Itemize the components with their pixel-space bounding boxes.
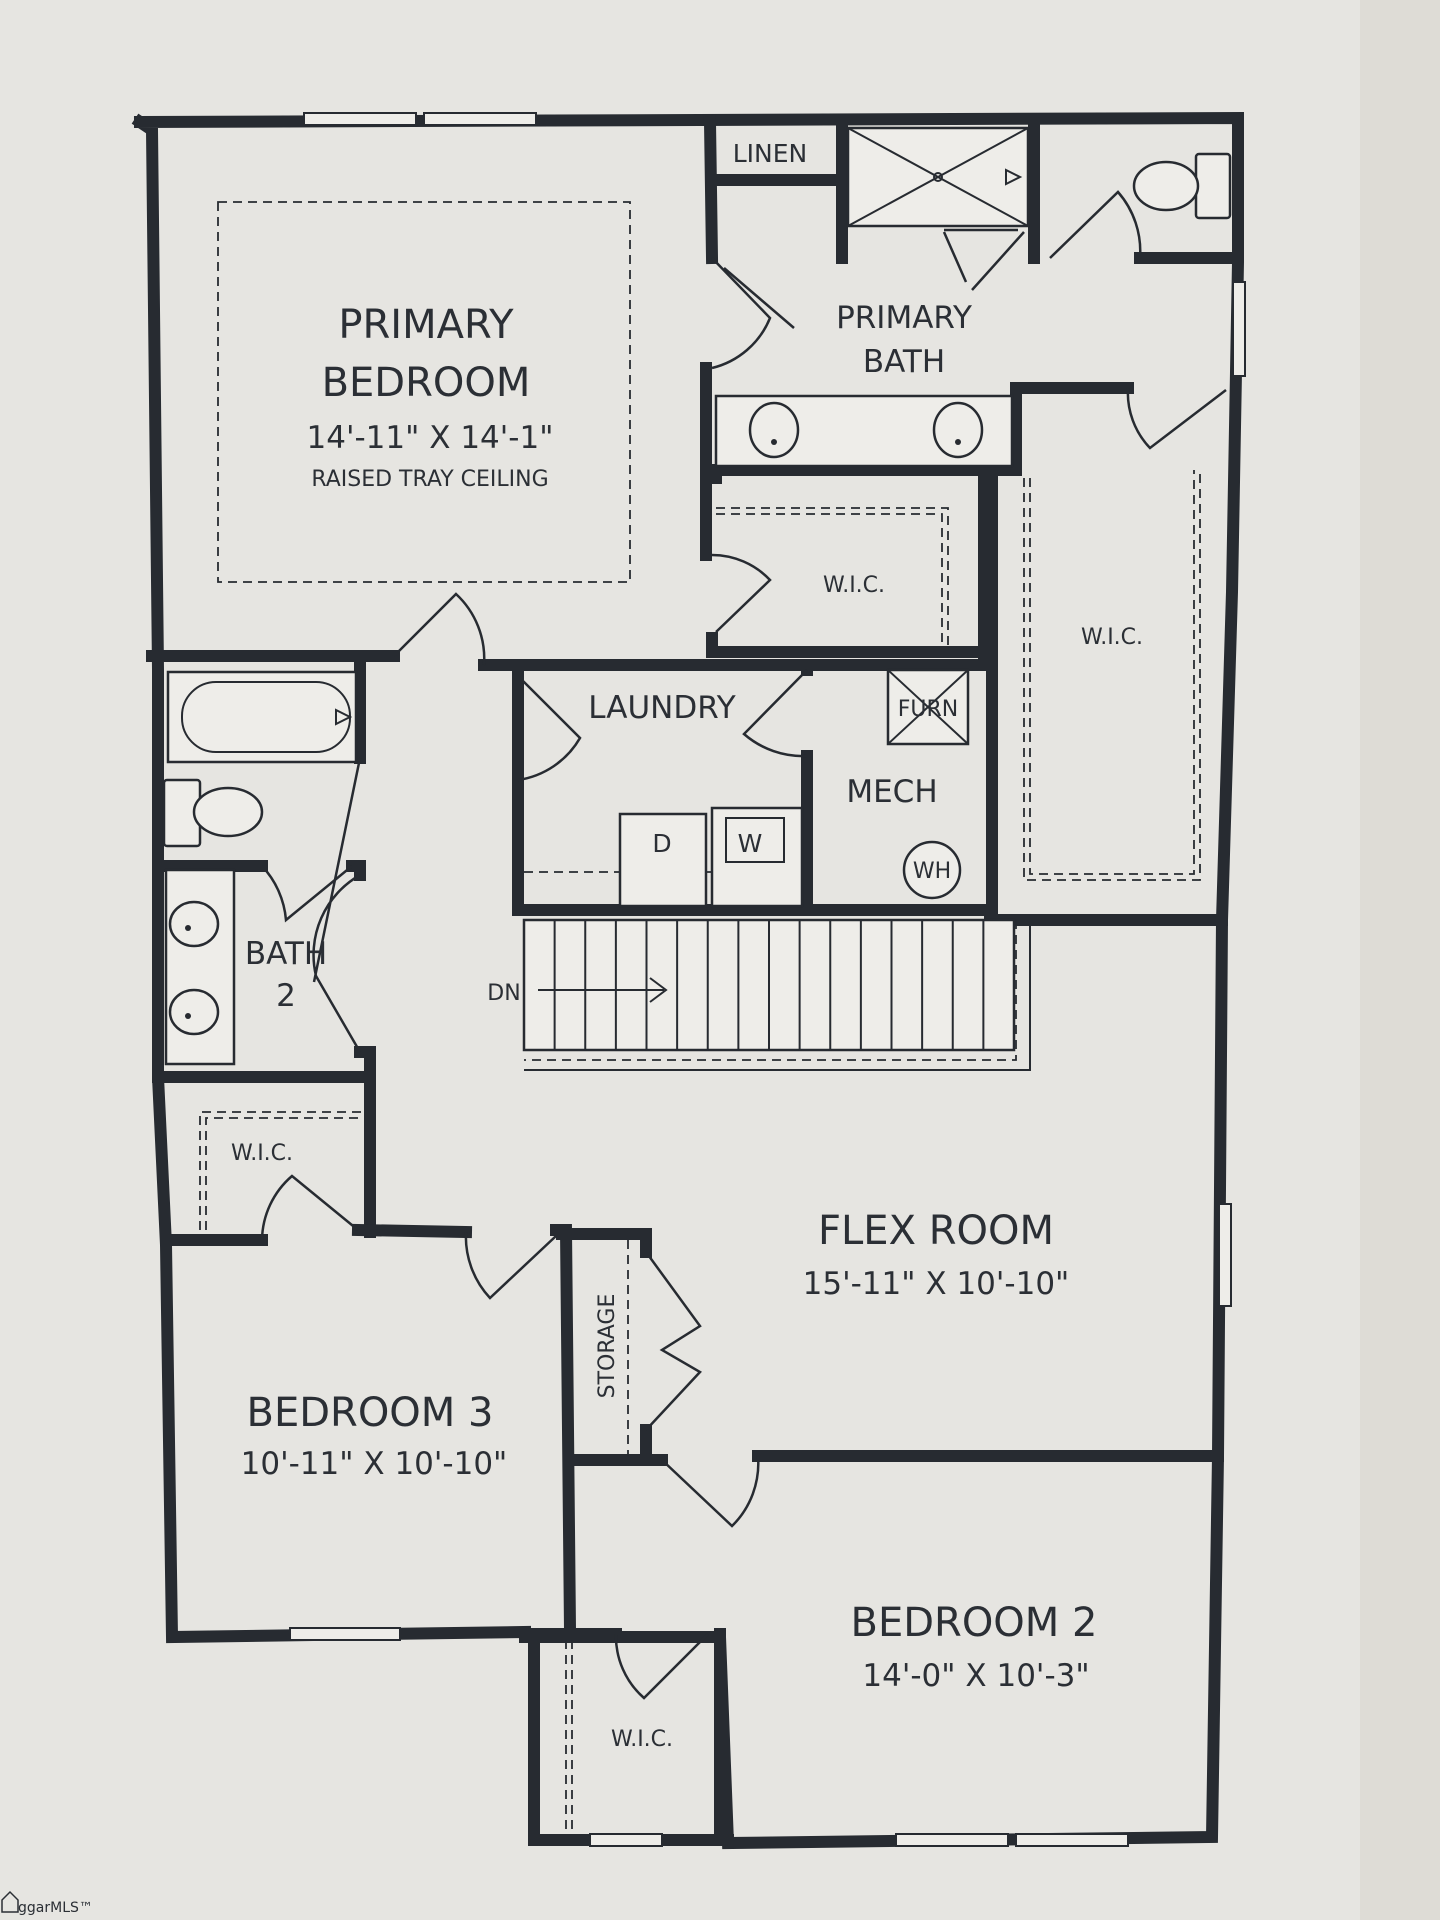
primary-bedroom-label: PRIMARY (338, 302, 514, 348)
window-bedroom2-2 (1015, 1833, 1129, 1847)
wic-primary-large-label: W.I.C. (1081, 625, 1143, 650)
primary-bedroom-note: RAISED TRAY CEILING (311, 467, 548, 492)
window-bath (1232, 281, 1246, 377)
exterior-wall (131, 111, 1244, 1850)
primary-bath-label-2: BATH (863, 344, 945, 380)
window-wic2 (589, 1833, 663, 1847)
primary-bedroom-dimensions: 14'-11" X 14'-1" (307, 420, 554, 456)
wall-bath-bottom (706, 382, 1134, 476)
bath2-vanity (164, 868, 236, 1066)
shower-drain-icon (933, 172, 943, 182)
sink-icon (168, 900, 220, 948)
toilet-icon (162, 778, 264, 848)
window-primary-1 (303, 112, 417, 126)
door-large-wic (1126, 387, 1227, 450)
wic3-shelf-inner (205, 1117, 362, 1230)
shower-cross-icon (847, 127, 1029, 227)
water-heater (902, 840, 962, 900)
door-primary-bedroom (393, 592, 486, 666)
sink-icon (748, 401, 800, 459)
door-wic3 (260, 1174, 359, 1241)
flex-room-dimensions: 15'-11" X 10'-10" (803, 1266, 1070, 1302)
laundry-label: LAUNDRY (588, 690, 735, 726)
door-shower-swing (942, 231, 1025, 291)
furnace-cross-icon (887, 669, 969, 745)
wall-primary-right-upper (703, 115, 719, 265)
wic-primary-small-label: W.I.C. (823, 573, 885, 598)
primary-bath-label: PRIMARY (836, 300, 972, 336)
furnace-label: FURN (898, 697, 959, 722)
door-small-wic (711, 553, 772, 633)
wic-small-shelf (716, 507, 949, 646)
door-laundry (517, 675, 582, 782)
wic3-shelf (199, 1111, 362, 1230)
doors (260, 190, 1227, 1700)
sink-icon (932, 401, 984, 459)
flex-room-label: FLEX ROOM (818, 1208, 1054, 1254)
bathtub-icon (166, 670, 358, 764)
wall-bath2-right-lower (354, 1046, 376, 1081)
wic-large-shelf-inner (1023, 470, 1201, 881)
window-bedroom3 (289, 1627, 401, 1641)
bedroom3-dimensions: 10'-11" X 10'-10" (241, 1446, 508, 1482)
wall-laundry-left (512, 670, 996, 916)
door-mech (742, 669, 808, 758)
door-wic2 (614, 1633, 709, 1700)
shower-head-icon (1005, 168, 1023, 186)
bedroom2-label: BEDROOM 2 (851, 1600, 1098, 1646)
wic-bedroom3-label: W.I.C. (231, 1141, 293, 1166)
door-bedroom2 (661, 1455, 760, 1528)
toilet-icon (1132, 152, 1232, 220)
dryer (618, 812, 708, 908)
walls (131, 111, 1244, 1850)
wic-large-shelf (1029, 470, 1195, 875)
wic-bedroom2-label: W.I.C. (611, 1727, 673, 1752)
labels: PRIMARY BEDROOM 14'-11" X 14'-1" RAISED … (231, 139, 1143, 1752)
stair-rail (524, 920, 1017, 1061)
water-heater-label: WH (913, 859, 951, 884)
stair-treads (553, 920, 985, 1050)
tray-ceiling-outline (217, 201, 631, 583)
door-bedroom3 (464, 1231, 557, 1300)
window-bedroom2-1 (895, 1833, 1009, 1847)
bedroom2-dimensions: 14'-0" X 10'-3" (862, 1658, 1089, 1694)
door-bath2-inner (261, 865, 353, 923)
door-storage (644, 1251, 702, 1431)
stairs-down-label: DN (487, 981, 520, 1006)
fixtures (162, 126, 1232, 1066)
bath2-label-2: 2 (276, 978, 296, 1014)
washer-label: W (738, 829, 763, 858)
windows (289, 112, 1246, 1847)
mech-label: MECH (846, 774, 937, 810)
bedroom3-label: BEDROOM 3 (247, 1390, 494, 1436)
sink-icon (168, 988, 220, 1036)
watermark: ggarMLS™ (1, 1890, 93, 1916)
house-logo-icon (1, 1890, 19, 1913)
storage-label: STORAGE (595, 1294, 620, 1399)
paper-edge (1360, 0, 1440, 1920)
door-bath2 (312, 757, 362, 1053)
door-wc (1049, 190, 1142, 259)
door-linen (723, 267, 795, 329)
dryer-label: D (652, 829, 671, 858)
wall-wic2-left (528, 1629, 734, 1846)
watermark-text: ggarMLS™ (18, 1900, 93, 1916)
linen-label: LINEN (733, 139, 808, 168)
window-flex (1218, 1203, 1232, 1307)
stair-rail-outer (524, 920, 1031, 1071)
window-primary-2 (423, 112, 537, 126)
bath2-label: BATH (245, 936, 327, 972)
wic-small-shelf-inner (716, 513, 943, 646)
wall-wic3-bottom-right (351, 1223, 473, 1239)
primary-bedroom-label-2: BEDROOM (322, 360, 531, 406)
door-primary-bath (711, 257, 772, 370)
washer-lid (725, 817, 785, 863)
stair-direction-arrow-icon (538, 977, 668, 1003)
wall-bath2-mid-right (346, 860, 366, 881)
staircase (522, 918, 1031, 1071)
